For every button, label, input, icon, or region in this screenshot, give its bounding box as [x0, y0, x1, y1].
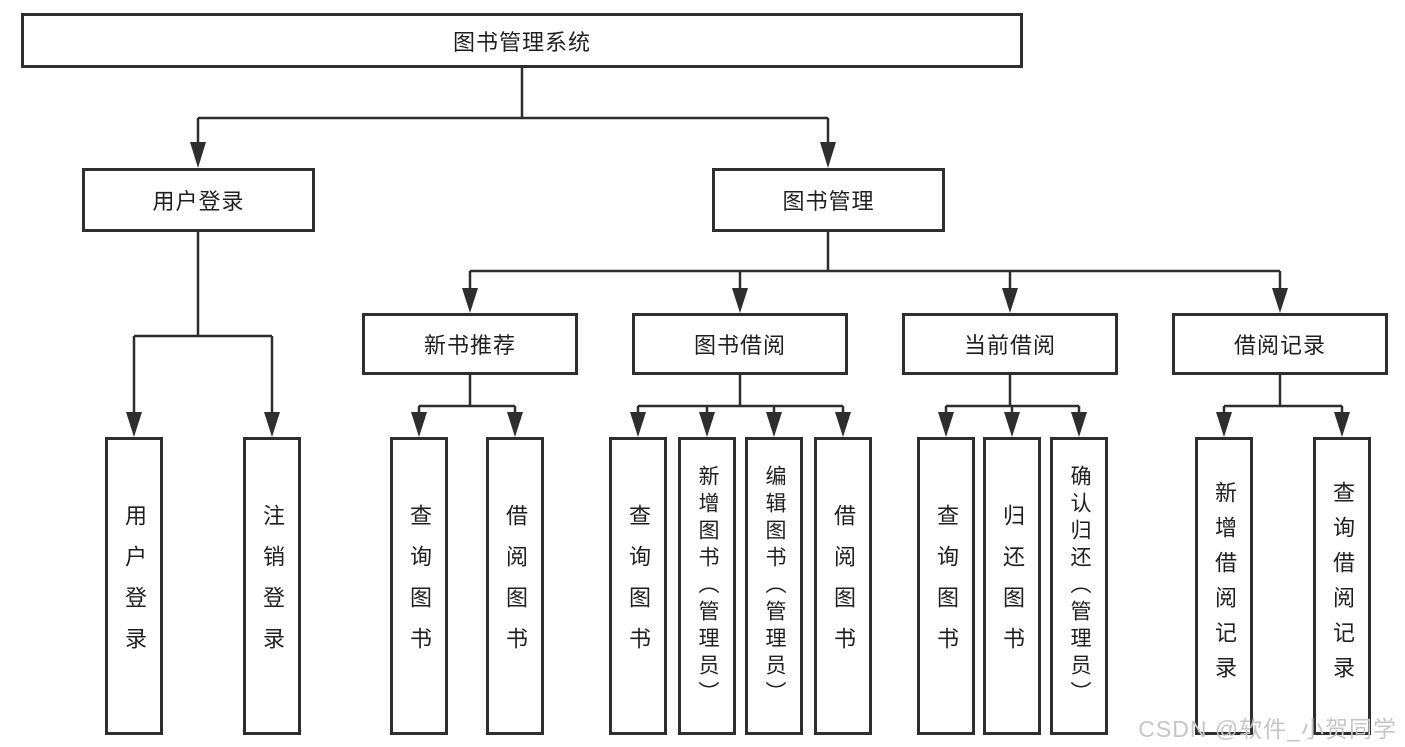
node-label: 用户登录: [152, 189, 245, 214]
node-root: 图书管理系统: [21, 13, 1023, 68]
node-current-borrowing: 当前借阅: [902, 313, 1118, 375]
node-label: 查询借阅记录: [1330, 481, 1355, 691]
node-label: 注销登录: [260, 504, 285, 668]
node-label: 借阅记录: [1233, 333, 1326, 358]
leaf-logout: 注销登录: [243, 437, 301, 735]
leaf-recommend-borrow-book: 借阅图书: [486, 437, 544, 735]
leaf-borrowing-add-book-admin: 新增图书（管理员）: [678, 437, 736, 735]
node-book-borrowing: 图书借阅: [632, 313, 848, 375]
node-label: 确认归还（管理员）: [1068, 464, 1091, 708]
node-label: 新增借阅记录: [1212, 481, 1237, 691]
node-label: 图书管理系统: [452, 29, 591, 55]
node-label: 编辑图书（管理员）: [763, 464, 786, 708]
node-label: 图书借阅: [693, 333, 786, 358]
node-label: 查询图书: [407, 504, 432, 668]
node-new-book-recommend: 新书推荐: [362, 313, 578, 375]
node-label: 归还图书: [1000, 504, 1025, 668]
node-label: 图书管理: [782, 189, 875, 214]
node-label: 借阅图书: [831, 504, 856, 668]
leaf-borrowing-edit-book-admin: 编辑图书（管理员）: [745, 437, 803, 735]
node-label: 用户登录: [122, 504, 147, 668]
node-label: 新增图书（管理员）: [696, 464, 719, 708]
leaf-current-query-book: 查询图书: [917, 437, 975, 735]
leaf-records-query-record: 查询借阅记录: [1313, 437, 1371, 735]
leaf-current-return-book: 归还图书: [983, 437, 1041, 735]
leaf-current-confirm-return-admin: 确认归还（管理员）: [1050, 437, 1108, 735]
leaf-user-login: 用户登录: [105, 437, 163, 735]
leaf-borrowing-borrow-book: 借阅图书: [814, 437, 872, 735]
node-borrowing-records: 借阅记录: [1172, 313, 1388, 375]
csdn-watermark: CSDN @软件_小贺同学: [1138, 716, 1397, 742]
node-label: 查询图书: [626, 504, 651, 668]
leaf-recommend-query-book: 查询图书: [390, 437, 448, 735]
leaf-borrowing-query-book: 查询图书: [609, 437, 667, 735]
node-label: 新书推荐: [423, 333, 516, 358]
node-label: 查询图书: [934, 504, 959, 668]
node-label: 当前借阅: [963, 333, 1056, 358]
node-book-management: 图书管理: [712, 168, 945, 232]
node-user-login: 用户登录: [82, 168, 315, 232]
leaf-records-add-record: 新增借阅记录: [1195, 437, 1253, 735]
node-label: 借阅图书: [503, 504, 528, 668]
